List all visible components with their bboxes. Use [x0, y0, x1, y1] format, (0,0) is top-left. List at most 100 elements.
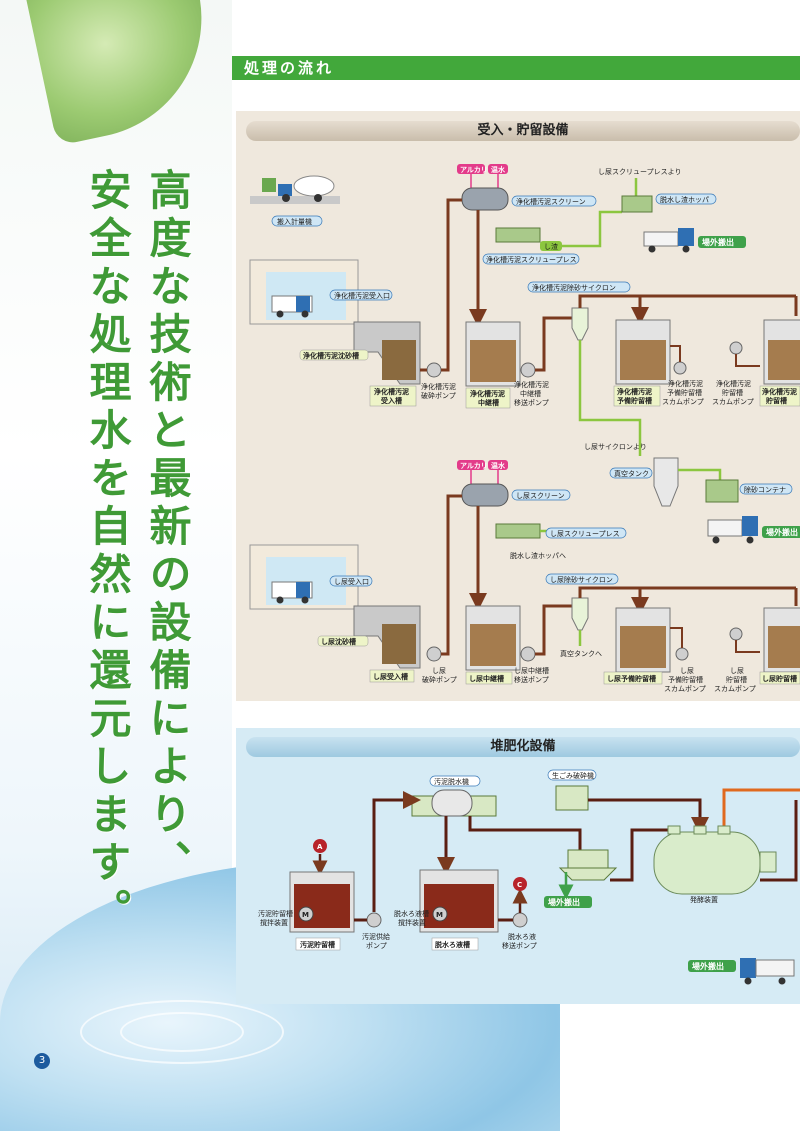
weighbridge-truck [250, 175, 340, 204]
mixer-hopper [558, 849, 618, 881]
crush-pump2-l2: 破砕ポンプ [422, 675, 457, 684]
reserve-pump-l1: 浄化槽汚泥 [668, 379, 703, 388]
screw-press-2 [495, 523, 541, 539]
offsite-label-4: 場外搬出 [692, 961, 724, 971]
offsite-tag [544, 896, 592, 908]
dewater-hopper-label: 脱水し渣ホッパ [660, 195, 709, 204]
receiving-building-bottom [249, 544, 359, 610]
storage-tank-l1: 浄化槽汚泥 [762, 387, 797, 396]
weighbridge-label: 搬入計量機 [277, 217, 312, 226]
inlet-label-2: し尿受入口 [334, 577, 369, 586]
shisa-tag [540, 241, 562, 251]
marker-a [313, 839, 327, 853]
transfer-pump-l1: 浄化槽汚泥 [514, 380, 549, 389]
sand-container-label: 除砂コンテナ [744, 485, 786, 494]
reserve-pump-2 [675, 647, 689, 661]
compost-title: 堆肥化設備 [246, 737, 800, 757]
warm-water-label-2: 温水 [491, 461, 506, 470]
feed-pump-l2: ポンプ [366, 942, 387, 950]
slogan-line-2: 安全な処理水を自然に還元します。 [83, 168, 132, 936]
vacuum-tank [653, 457, 679, 507]
receiving-title: 受入・貯留設備 [246, 121, 800, 141]
night-soil-screen [461, 483, 509, 507]
reserve-tank-l2: 予備貯留槽 [617, 396, 652, 405]
cyclone-bottom [571, 597, 589, 631]
receiving-tank-l2: 受入槽 [381, 396, 402, 405]
reserve-pump2-l3: スカムポンプ [664, 685, 706, 693]
to-vacuum-label: 真空タンクへ [560, 649, 602, 658]
crush-pump-2 [426, 646, 442, 662]
storage-tank-l2: 貯留槽 [766, 396, 787, 405]
filtrate-pump [512, 912, 528, 928]
vacuum-tank-label: 真空タンク [614, 469, 649, 478]
filtrate-tank-label: 脱水ろ液槽 [435, 940, 470, 949]
reserve-tank-l1: 浄化槽汚泥 [617, 387, 652, 396]
sludge-screen [461, 187, 509, 211]
dewater-hopper [621, 195, 653, 213]
receiving-tank-l1: 浄化槽汚泥 [374, 387, 409, 396]
storage-pump-l3: スカムポンプ [712, 398, 754, 406]
transfer-pump [520, 362, 536, 378]
ripple-ring [120, 1012, 244, 1052]
screw-press-label-2: し尿スクリュープレス [550, 530, 620, 538]
sludge-stirrer-l1: 汚泥貯留槽 [258, 909, 293, 918]
section-header: 処理の流れ [232, 56, 800, 80]
transfer-pump-l3: 移送ポンプ [514, 398, 549, 407]
storage-pump-l2: 貯留槽 [722, 388, 743, 397]
garbage-crusher [555, 785, 589, 811]
marker-c [513, 877, 527, 891]
sand-container [705, 479, 739, 503]
reserve-tank-top [615, 319, 671, 385]
filtrate-tank [419, 869, 499, 933]
motor-icon [432, 906, 448, 922]
offsite-label-2: 場外搬出 [766, 527, 798, 537]
offsite-label-1: 場外搬出 [702, 237, 734, 247]
filtrate-pump-l2: 移送ポンプ [502, 941, 537, 950]
label-box [271, 215, 323, 227]
crush-pump [426, 362, 442, 378]
to-hopper-label: 脱水し渣ホッパへ [510, 551, 566, 560]
filtrate-stirrer-l2: 撹拌装置 [398, 918, 426, 927]
cyclone-top [571, 307, 589, 341]
feed-pump-l1: 汚泥供給 [362, 932, 390, 941]
reserve-pump2-l1: し尿 [680, 667, 694, 675]
reserve-pump-l2: 予備貯留槽 [667, 388, 702, 397]
motor-label-2: M [436, 911, 443, 919]
receiving-tank-label-2: し尿受入槽 [373, 672, 408, 681]
marker-a-label: A [317, 843, 323, 851]
truck-icon [740, 958, 795, 985]
dewatering-machine-label: 汚泥脱水機 [434, 777, 469, 786]
garbage-crusher-label: 生ごみ破砕機 [552, 771, 594, 780]
fermenter-label: 発酵装置 [690, 895, 718, 904]
dewatering-machine [411, 789, 497, 817]
alkali-label: アルカリ [460, 166, 488, 174]
grit-tank-top [353, 321, 421, 385]
transfer-pump2-l1: し尿中継槽 [514, 666, 549, 675]
offsite-tag [762, 526, 800, 538]
grit-tank-label-2: し尿沈砂槽 [321, 637, 356, 646]
relay-tank-top [465, 321, 521, 387]
relay-tank-l1: 浄化槽汚泥 [470, 389, 505, 398]
warm-water-label: 温水 [491, 165, 506, 174]
screw-press-label: 浄化槽汚泥スクリュープレス [486, 255, 577, 264]
crush-pump-l1: 浄化槽汚泥 [421, 382, 456, 391]
relay-tank-l2: 中継槽 [478, 398, 499, 407]
offsite-tag [688, 960, 736, 972]
offsite-tag [698, 236, 746, 248]
ripple-ring [80, 1000, 284, 1064]
storage-tank-top [763, 319, 800, 385]
warm-water-tag [488, 164, 508, 174]
slogan-line-1: 高度な技術と最新の設備により、 [143, 168, 192, 888]
storage-pump2-l2: 貯留槽 [726, 675, 747, 684]
alkali-label-2: アルカリ [460, 462, 488, 470]
sludge-stirrer-l2: 撹拌装置 [260, 918, 288, 927]
relay-tank-bottom [465, 605, 521, 671]
cyclone-label: 浄化槽汚泥除砂サイクロン [532, 283, 616, 292]
crush-pump2-l1: し尿 [432, 667, 446, 675]
offsite-label-3: 場外搬出 [548, 897, 580, 907]
truck-icon [707, 516, 758, 544]
storage-pump2-l3: スカムポンプ [714, 685, 756, 693]
storage-pump2-l1: し尿 [730, 667, 744, 675]
cyclone-label-2: し尿除砂サイクロン [550, 575, 613, 584]
